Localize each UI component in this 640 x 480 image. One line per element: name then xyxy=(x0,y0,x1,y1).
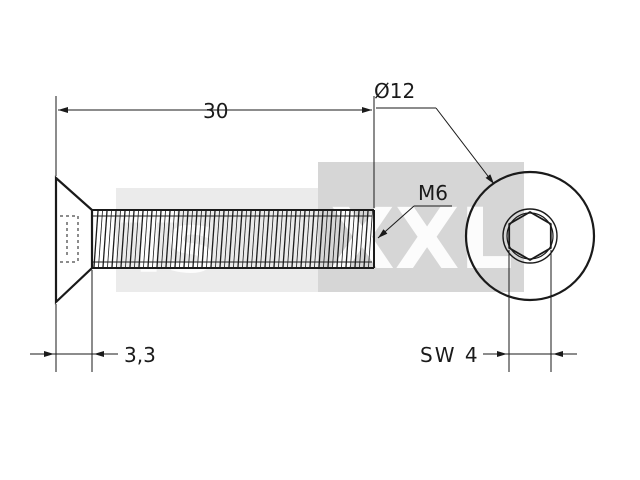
thread-root-helix-line xyxy=(206,210,211,268)
thread-crest-line xyxy=(282,210,288,268)
dimension-wrench-size-label: SW 4 xyxy=(420,343,480,367)
thread-crest-line xyxy=(93,210,99,268)
thread-crest-line xyxy=(336,210,342,268)
screw-head-outline xyxy=(54,175,94,305)
thread-crest-line xyxy=(246,210,252,268)
thread-crest-line xyxy=(138,210,144,268)
hex-socket xyxy=(508,210,552,262)
thread-crest-line xyxy=(255,210,261,268)
screw-side-view xyxy=(54,175,375,305)
dimension-length-label: 30 xyxy=(203,99,228,123)
thread-root-helix-line xyxy=(161,210,166,268)
thread-crest-line xyxy=(156,210,162,268)
thread-crest-line xyxy=(309,210,315,268)
thread-root-helix-line xyxy=(260,210,265,268)
thread-root-helix-line xyxy=(170,210,175,268)
thread-root-helix-line xyxy=(242,210,247,268)
thread-crest-line xyxy=(111,210,117,268)
thread-crest-line xyxy=(264,210,270,268)
thread-root-helix-line xyxy=(314,210,319,268)
thread-crest-line xyxy=(129,210,135,268)
thread-root-helix-line xyxy=(125,210,130,268)
thread-crest-line xyxy=(228,210,234,268)
thread-root-helix-line xyxy=(179,210,184,268)
thread-crest-line xyxy=(291,210,297,268)
thread-root-helix-line xyxy=(287,210,292,268)
thread-root-helix-line xyxy=(368,210,373,268)
thread-root-helix-line xyxy=(116,210,121,268)
thread-root-helix-line xyxy=(278,210,283,268)
thread-root-helix-line xyxy=(152,210,157,268)
screw-head-top-view xyxy=(464,170,596,302)
thread-crest-line xyxy=(183,210,189,268)
thread-crest-line xyxy=(273,210,279,268)
thread-crest-line xyxy=(165,210,171,268)
thread-crest-line xyxy=(210,210,216,268)
thread-crest-line xyxy=(300,210,306,268)
thread-crest-line xyxy=(345,210,351,268)
watermark: Ts XXL xyxy=(116,162,524,292)
dimension-diameter xyxy=(376,107,495,185)
thread-root-helix-line xyxy=(305,210,310,268)
socket-circle xyxy=(502,208,558,264)
thread-root-helix-line xyxy=(98,210,103,268)
thread-crest-line xyxy=(237,210,243,268)
thread-crest-line xyxy=(363,210,369,268)
thread-root-helix-line xyxy=(251,210,256,268)
dimension-wrench-size xyxy=(483,250,577,372)
dimension-head-height-label: 3,3 xyxy=(124,343,156,367)
thread-root-helix-line xyxy=(233,210,238,268)
thread-crest-line xyxy=(174,210,180,268)
thread-root-helix-line xyxy=(134,210,139,268)
thread-root-helix-line xyxy=(350,210,355,268)
thread-root-helix-line xyxy=(215,210,220,268)
thread-root-helix-line xyxy=(143,210,148,268)
dimension-length xyxy=(55,96,375,208)
thread-crest-line xyxy=(147,210,153,268)
thread-crest-line xyxy=(219,210,225,268)
thread-root-helix-line xyxy=(323,210,328,268)
thread-root-helix-line xyxy=(224,210,229,268)
thread-crest-line xyxy=(327,210,333,268)
thread-crest-line xyxy=(192,210,198,268)
thread-root-helix-line xyxy=(296,210,301,268)
leader-line xyxy=(377,205,415,239)
head-outer-circle xyxy=(464,170,596,302)
thread-root-helix-line xyxy=(359,210,364,268)
thread-crest-line xyxy=(318,210,324,268)
dimension-head-height xyxy=(30,270,118,372)
thread-root-helix-line xyxy=(332,210,337,268)
thread-crest-line xyxy=(102,210,108,268)
thread-crest-line xyxy=(354,210,360,268)
dimension-thread-label: M6 xyxy=(418,181,448,205)
thread-crest-line xyxy=(120,210,126,268)
thread-crest-line xyxy=(201,210,207,268)
dimension-diameter-label: Ø12 xyxy=(374,79,415,103)
leader-line xyxy=(435,107,495,185)
thread-root-helix-line xyxy=(341,210,346,268)
thread-root-helix-line xyxy=(269,210,274,268)
thread-root-helix-line xyxy=(107,210,112,268)
thread-root-helix-line xyxy=(197,210,202,268)
thread-helix xyxy=(93,210,373,268)
dimension-thread xyxy=(377,205,452,239)
thread-root-helix-line xyxy=(188,210,193,268)
